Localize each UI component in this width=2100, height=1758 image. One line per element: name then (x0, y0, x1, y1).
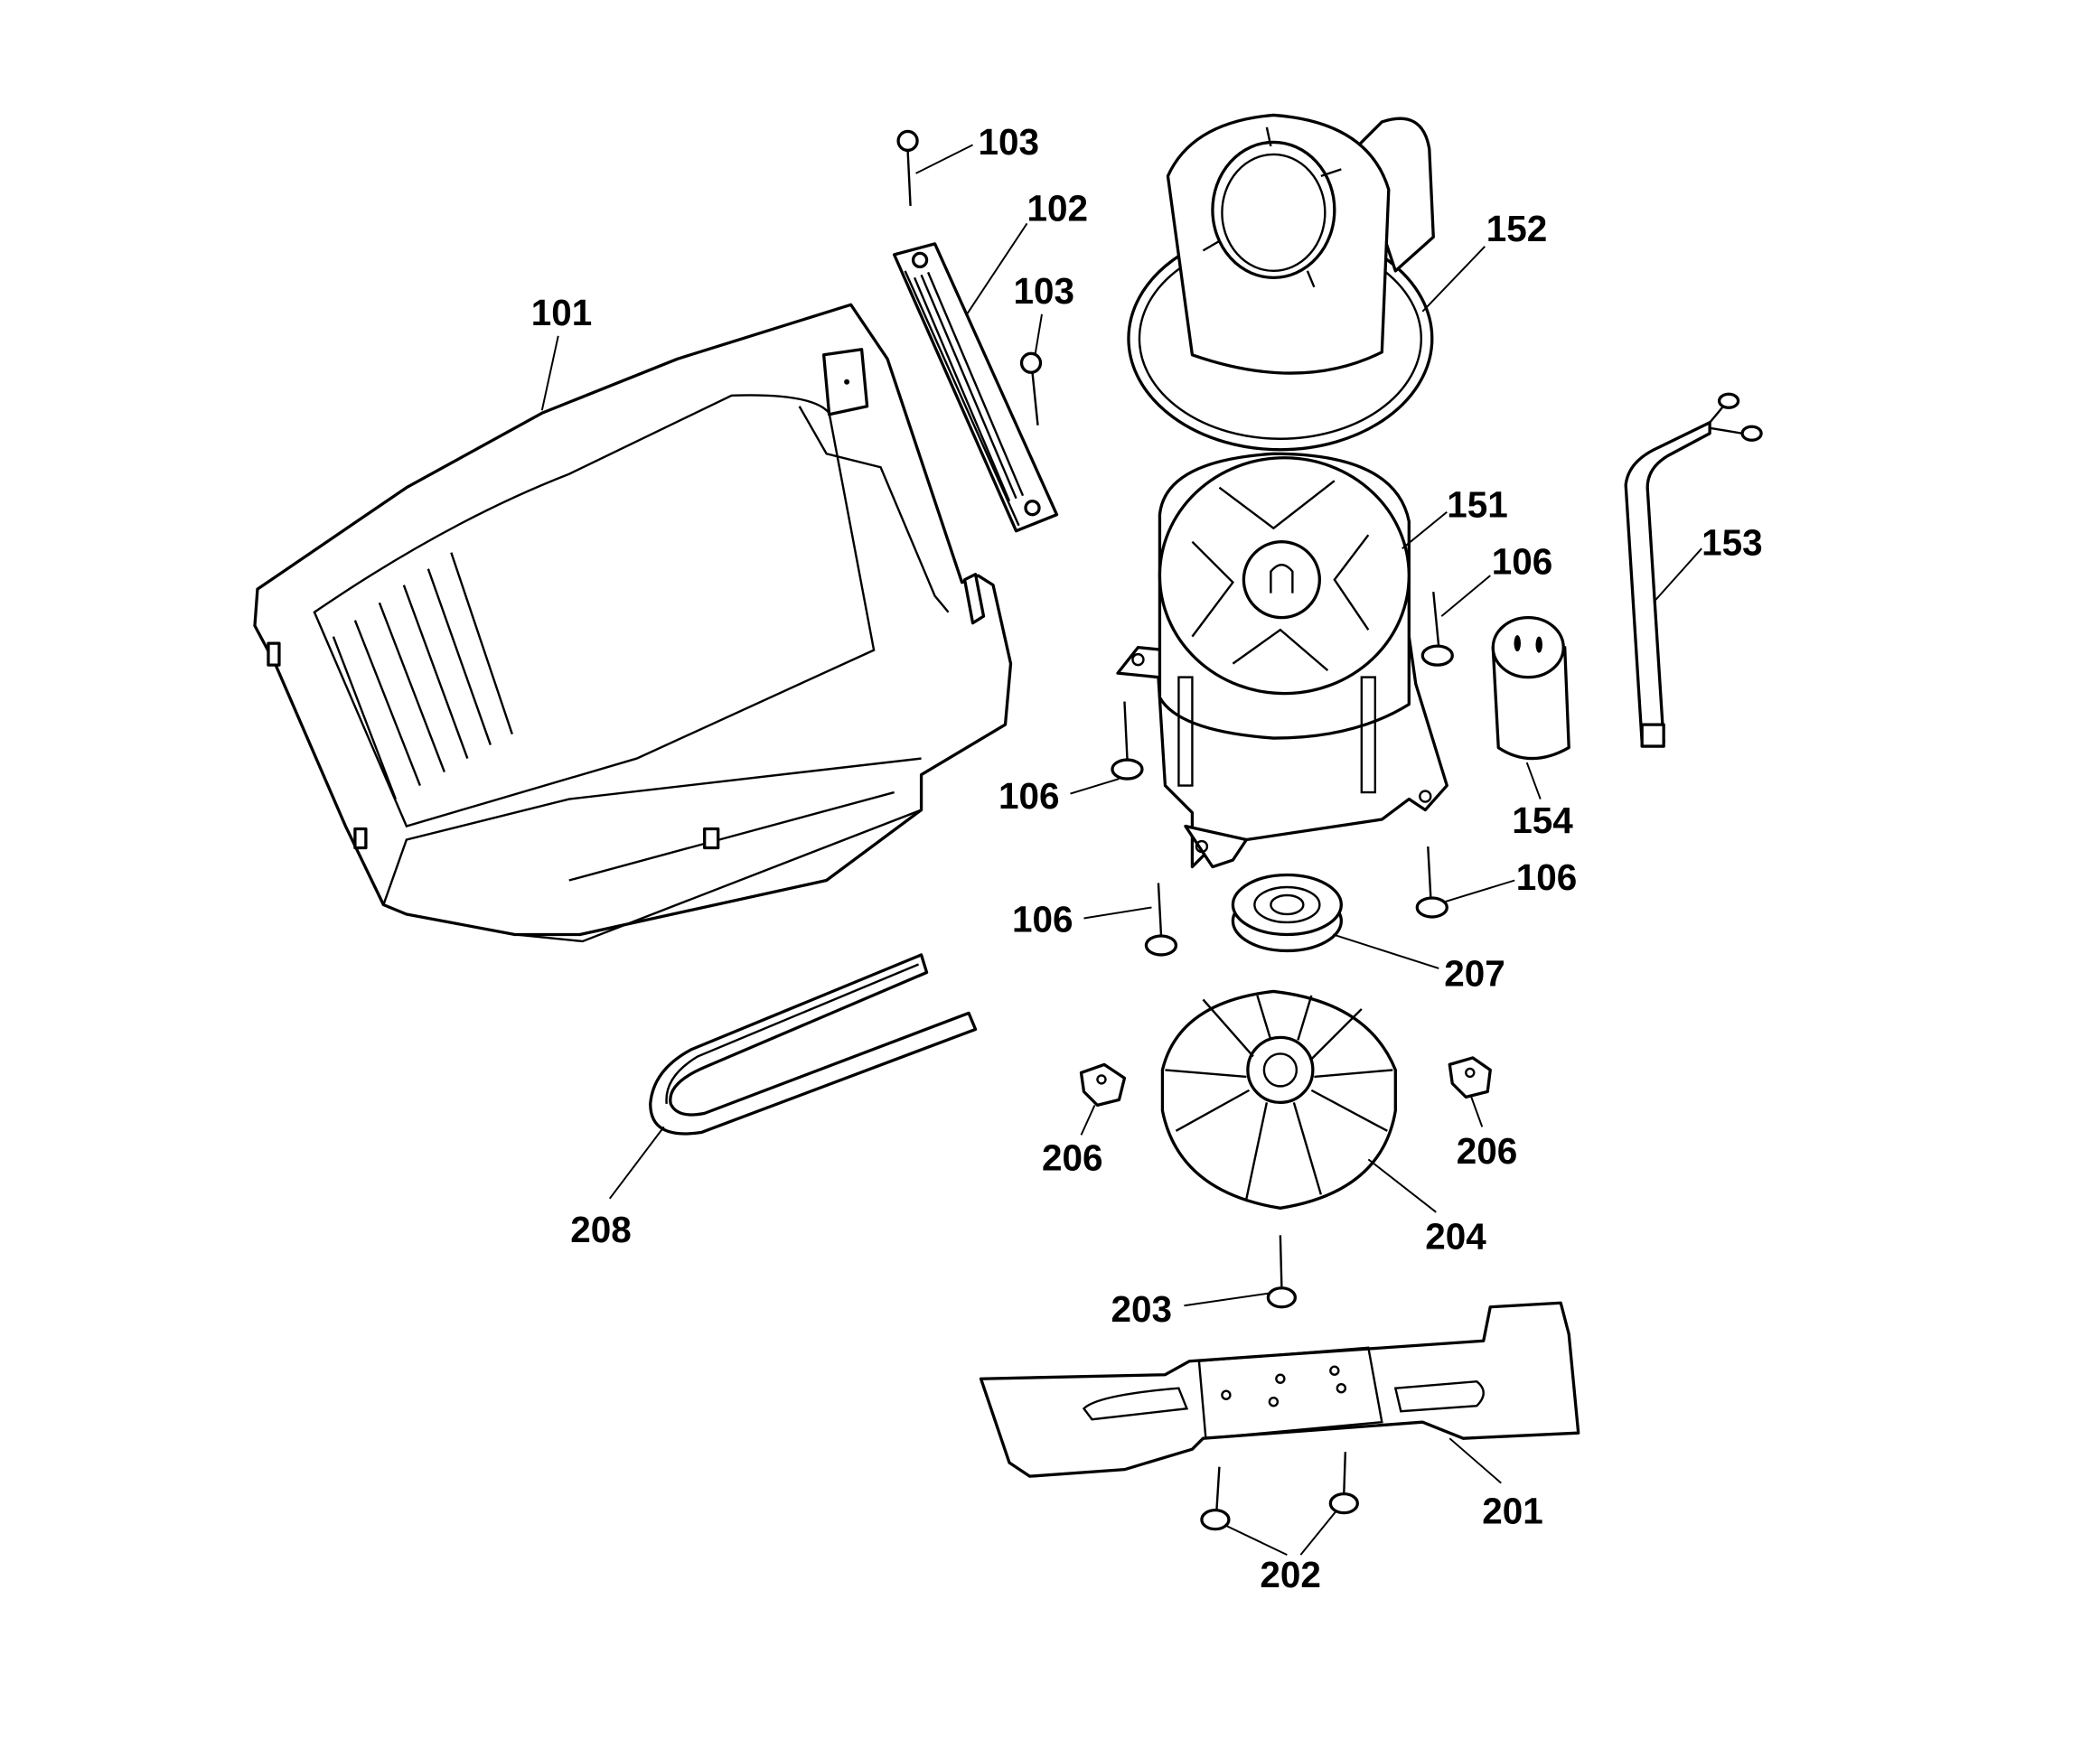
leader-106a (1440, 575, 1491, 617)
part-106-bolt-b (1111, 701, 1144, 781)
part-106-bolt-c (1415, 846, 1448, 919)
leader-152 (1421, 246, 1486, 313)
part-208-belt (649, 953, 978, 1136)
label-102: 102 (1027, 187, 1089, 229)
leader-208 (608, 1126, 665, 1200)
leader-103b (1034, 313, 1043, 355)
part-106-bolt-d (1144, 883, 1178, 957)
part-103-screw-a (896, 129, 919, 206)
part-101-housing (253, 303, 1013, 943)
leader-201 (1448, 1437, 1502, 1484)
leader-207 (1333, 933, 1439, 969)
label-201: 201 (1482, 1491, 1543, 1532)
leader-202a (1223, 1524, 1288, 1556)
label-103a: 103 (979, 121, 1040, 163)
label-206b: 206 (1457, 1130, 1518, 1172)
label-203: 203 (1111, 1288, 1172, 1330)
part-154-capacitor (1491, 615, 1570, 761)
leader-102 (965, 222, 1028, 316)
leader-203 (1184, 1292, 1269, 1307)
part-207-pulley (1231, 873, 1343, 953)
part-106-bolt-a (1420, 592, 1454, 667)
label-202: 202 (1260, 1554, 1321, 1595)
label-106d: 106 (1012, 898, 1073, 940)
label-106a: 106 (1492, 541, 1553, 583)
part-151-motor (1116, 452, 1448, 869)
part-206-nut-b (1448, 1056, 1492, 1099)
label-152: 152 (1486, 208, 1548, 249)
label-106c: 106 (1516, 856, 1578, 898)
leader-103a (915, 144, 973, 174)
label-153: 153 (1702, 522, 1763, 564)
leader-151 (1402, 510, 1448, 549)
label-106b: 106 (998, 775, 1060, 817)
leader-206b (1470, 1097, 1484, 1127)
part-153-wire-lead (1624, 392, 1763, 748)
label-101: 101 (531, 292, 593, 333)
part-206-nut-a (1079, 1062, 1127, 1108)
label-103b: 103 (1014, 270, 1075, 312)
leader-153 (1655, 547, 1702, 601)
part-203-bolt (1266, 1235, 1298, 1309)
part-204-fan (1160, 989, 1397, 1210)
part-201-blade (979, 1301, 1580, 1478)
leader-204 (1367, 1158, 1437, 1213)
leader-106d (1083, 906, 1152, 920)
part-103-screw-b (1019, 351, 1043, 425)
part-202-bolts (1200, 1452, 1359, 1531)
label-204: 204 (1425, 1215, 1486, 1257)
label-154: 154 (1512, 800, 1573, 841)
leader-202b (1299, 1510, 1337, 1556)
leader-106b (1070, 778, 1120, 795)
part-152-shroud (1127, 113, 1435, 452)
leader-106c (1443, 879, 1515, 903)
part-102-bracket (892, 242, 1059, 533)
label-208: 208 (570, 1209, 632, 1250)
leader-206a (1080, 1104, 1096, 1136)
label-206a: 206 (1042, 1136, 1103, 1178)
label-151: 151 (1447, 484, 1508, 526)
leader-154 (1525, 762, 1542, 800)
label-207: 207 (1444, 952, 1505, 994)
leader-101 (540, 335, 559, 411)
